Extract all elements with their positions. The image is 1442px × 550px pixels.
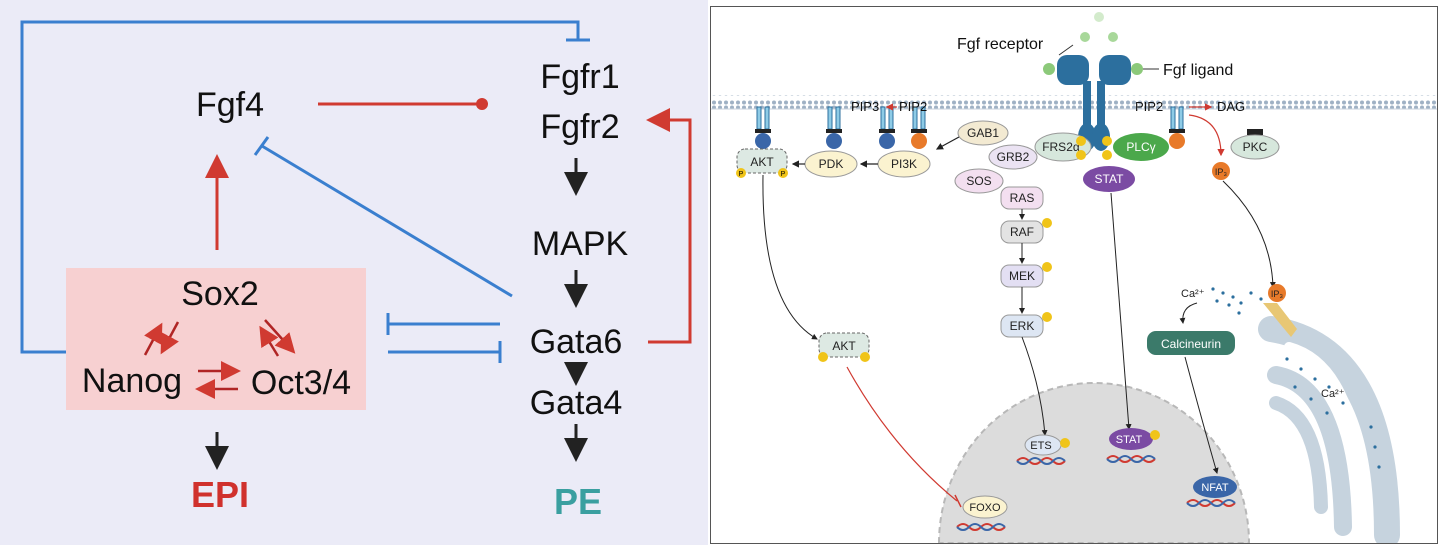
- label-mek: MEK: [1009, 269, 1035, 283]
- label-pkc: PKC: [1243, 140, 1268, 154]
- node-fgfr2: Fgfr2: [540, 108, 619, 146]
- label-pdk: PDK: [819, 157, 844, 171]
- node-fgf4: Fgf4: [196, 86, 264, 124]
- node-akt-membrane: [736, 148, 788, 174]
- calcium-ions: [1211, 287, 1381, 469]
- fgf-signaling-diagram: Fgf receptor Fgf ligand PIP3 PIP2 PIP2 D…: [711, 12, 1437, 548]
- nucleus: [937, 382, 1251, 544]
- node-sox2: Sox2: [181, 275, 259, 313]
- node-nfat: [1193, 476, 1237, 498]
- label-grb2: GRB2: [997, 150, 1030, 164]
- label-sos: SOS: [966, 174, 991, 188]
- node-gata6: Gata6: [530, 323, 623, 361]
- cell-membrane: [711, 95, 1437, 109]
- label-pip2-right: PIP2: [1135, 99, 1163, 114]
- dna-helices: [956, 455, 1236, 531]
- fgf-ligand-particles: [1043, 12, 1143, 75]
- label-ca2-er: Ca²⁺: [1321, 388, 1345, 400]
- label-raf: RAF: [1010, 225, 1034, 239]
- label-pip2-left: PIP2: [899, 99, 927, 114]
- nanog-sox2-arrow-down: [160, 321, 180, 355]
- label-stat-membrane: STAT: [1095, 172, 1125, 186]
- label-pi3k: PI3K: [891, 157, 917, 171]
- label-ip3-er: IP₃: [1271, 289, 1284, 299]
- label-frs2a: FRS2α: [1042, 140, 1080, 154]
- node-stat-nucleus: [1109, 428, 1153, 450]
- label-foxo: FOXO: [969, 502, 1001, 514]
- fgf-signaling-panel: Fgf receptor Fgf ligand PIP3 PIP2 PIP2 D…: [710, 6, 1438, 548]
- regulatory-network-panel: Fgf4 Fgfr1 Fgfr2 MAPK Sox2 Nanog Oct3/4 …: [0, 0, 708, 545]
- node-fgfr1: Fgfr1: [540, 58, 619, 96]
- label-ca2-cyto: Ca²⁺: [1181, 288, 1205, 300]
- label-fgf-ligand: Fgf ligand: [1163, 62, 1233, 79]
- label-akt-membrane: AKT: [750, 155, 774, 169]
- label-ras: RAS: [1010, 191, 1035, 205]
- node-oct34: Oct3/4: [251, 364, 351, 402]
- label-nfat: NFAT: [1201, 482, 1229, 494]
- label-pip3: PIP3: [851, 99, 879, 114]
- oct-sox2-arrow-down: [264, 319, 296, 354]
- node-gab1: [957, 120, 1009, 146]
- node-calcineurin: [1147, 331, 1235, 355]
- node-foxo: [962, 495, 1008, 519]
- fgf4-to-fgfr-ball: [476, 98, 488, 110]
- label-dag: DAG: [1217, 99, 1245, 114]
- label-erk: ERK: [1010, 319, 1035, 333]
- inhibition-loop-to-fgfr1: [20, 20, 580, 354]
- node-pkc: [1230, 134, 1280, 160]
- node-ip3-er: [1268, 284, 1286, 302]
- label-akt-cyto: AKT: [832, 339, 856, 353]
- label-stat-nucleus: STAT: [1116, 434, 1143, 446]
- label-ets: ETS: [1030, 440, 1051, 452]
- node-pe: PE: [554, 481, 602, 522]
- node-nanog: Nanog: [82, 362, 182, 400]
- node-grb2: [988, 144, 1038, 170]
- node-mapk: MAPK: [532, 225, 629, 263]
- label-gab1: GAB1: [967, 126, 999, 140]
- phospho-p: P: [781, 171, 786, 178]
- regulatory-network-diagram: Fgf4 Fgfr1 Fgfr2 MAPK Sox2 Nanog Oct3/4 …: [20, 20, 692, 522]
- node-stat-membrane: [1083, 166, 1135, 192]
- label-calcineurin: Calcineurin: [1161, 337, 1221, 351]
- node-sos: [954, 168, 1004, 194]
- label-fgf-receptor: Fgf receptor: [957, 36, 1044, 53]
- node-plcg: [1113, 133, 1169, 161]
- node-ip3-cyto: [1212, 162, 1230, 180]
- gata6-inhibits-fgf4-line: [261, 144, 513, 298]
- pluripotency-box: [66, 268, 366, 410]
- node-epi: EPI: [191, 474, 249, 515]
- nanog-sox2-arrow-up: [143, 322, 163, 356]
- label-plcg: PLCγ: [1126, 140, 1155, 154]
- mapk-cascade: [1000, 186, 1052, 338]
- gata6-to-fgfr2-loop: [646, 108, 692, 344]
- gata6-inhibits-fgf4-bar: [253, 136, 270, 156]
- node-gata4: Gata4: [530, 384, 623, 422]
- node-akt-cyto: [818, 332, 870, 358]
- phospho-p: P: [739, 171, 744, 178]
- ip3-receptor-er: [1263, 303, 1297, 337]
- label-ip3-cyto: IP₃: [1215, 167, 1228, 177]
- endoplasmic-reticulum: [1258, 316, 1400, 548]
- membrane-lipid-anchors: [755, 106, 1263, 149]
- fgf-receptor: [1057, 55, 1131, 151]
